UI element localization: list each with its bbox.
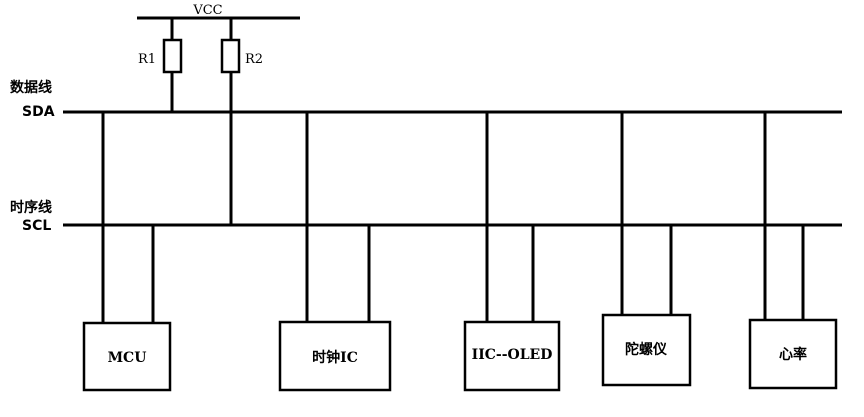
resistor-r2 [220,38,241,74]
device-oled-label: IIC--OLED [472,347,553,363]
vcc-label: VCC [192,3,222,18]
device-gyroscope [601,313,692,387]
device-heart-rate-label: 心率 [779,346,807,363]
sda-cn-label: 数据线 [10,79,52,96]
device-mcu [82,321,172,392]
device-gyroscope-label: 陀螺仪 [625,341,668,358]
device-clock-ic-label: 时钟IC [312,349,358,366]
resistor-r1 [162,38,183,74]
scl-cn-label: 时序线 [10,199,52,216]
device-mcu-label: MCU [108,350,147,366]
scl-label: SCL [22,218,51,234]
device-oled [463,320,561,392]
r2-label: R2 [245,52,263,67]
sda-label: SDA [22,104,55,120]
device-clock-ic [278,320,392,392]
device-heart-rate [748,318,838,390]
r1-label: R1 [138,52,156,67]
